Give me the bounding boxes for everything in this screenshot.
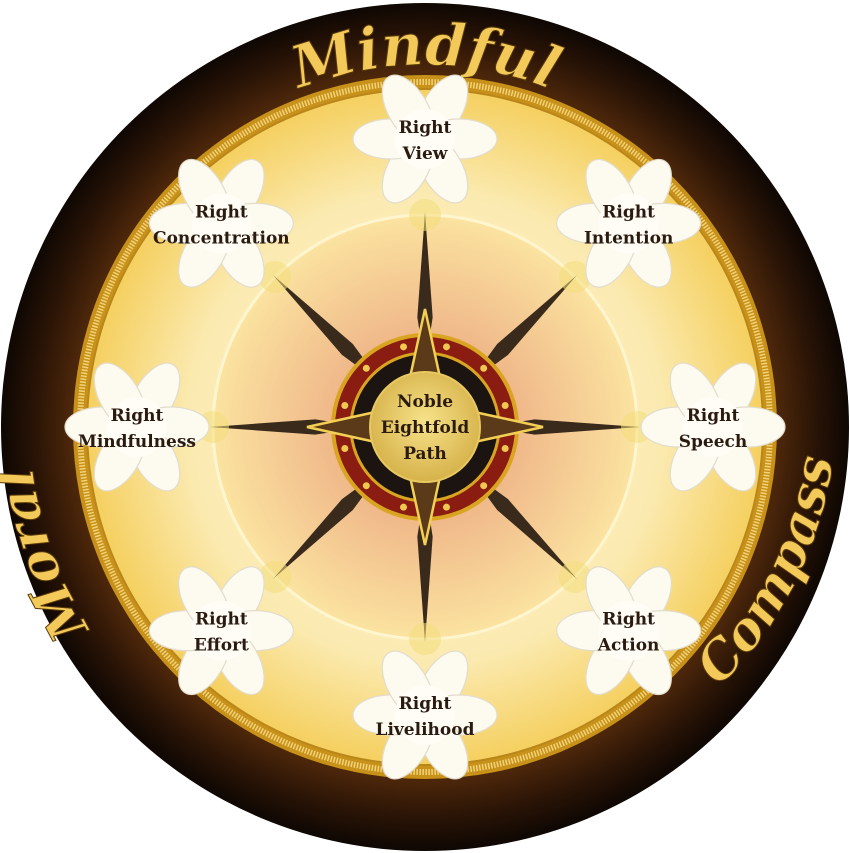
compass-arrow: [467, 261, 591, 385]
ornament-stud: [442, 343, 450, 351]
center-disc: [369, 371, 481, 483]
path-label-line: Right: [602, 610, 655, 630]
compass-arrow: [259, 261, 383, 385]
ornament-stud: [480, 364, 488, 372]
path-label-line: Action: [597, 636, 660, 656]
lotus-icon: [556, 158, 702, 288]
center-label-line: Eightfold: [381, 418, 470, 438]
compass-arrow: [467, 469, 591, 593]
center-label-line: Noble: [397, 392, 453, 412]
lotus-icon: [64, 362, 210, 492]
lotus-icon: [352, 74, 498, 204]
arrow-bulb: [409, 623, 441, 655]
ornament-stud: [400, 503, 408, 511]
lotus-icon: [556, 566, 702, 696]
path-label-line: Livelihood: [376, 720, 475, 740]
arrow-bulb: [259, 261, 292, 294]
path-label-line: Right: [195, 610, 248, 630]
arrow-bulb: [259, 560, 292, 593]
path-label-line: Right: [111, 406, 164, 426]
ornament-stud: [341, 402, 349, 410]
ornament-stud: [400, 343, 408, 351]
lotus-icon: [148, 158, 294, 288]
ornament-stud: [501, 444, 509, 452]
ornament-stud: [480, 482, 488, 490]
center-ornament: [306, 308, 544, 546]
lotus-icon: [148, 566, 294, 696]
lotus-icon: [640, 362, 786, 492]
path-label-line: Concentration: [153, 228, 290, 248]
path-label-line: Intention: [584, 228, 673, 248]
path-label-line: Right: [399, 118, 452, 138]
path-label-line: Right: [399, 694, 452, 714]
path-label-line: View: [402, 144, 448, 164]
ornament-stud: [501, 402, 509, 410]
center-label-line: Path: [403, 444, 447, 464]
lotus-icon: [352, 650, 498, 780]
ornament-stud: [362, 482, 370, 490]
path-label-line: Right: [602, 202, 655, 222]
compass-arrow: [259, 469, 383, 593]
path-label-line: Mindfulness: [78, 432, 196, 452]
arrow-bulb: [558, 261, 591, 294]
path-label-line: Effort: [194, 636, 249, 656]
path-label-line: Right: [195, 202, 248, 222]
arrow-bulb: [409, 199, 441, 231]
arrow-bulb: [558, 560, 591, 593]
ornament-stud: [362, 364, 370, 372]
path-label-line: Right: [687, 406, 740, 426]
ornament-stud: [341, 444, 349, 452]
ornament-stud: [442, 503, 450, 511]
path-label-line: Speech: [679, 432, 748, 452]
